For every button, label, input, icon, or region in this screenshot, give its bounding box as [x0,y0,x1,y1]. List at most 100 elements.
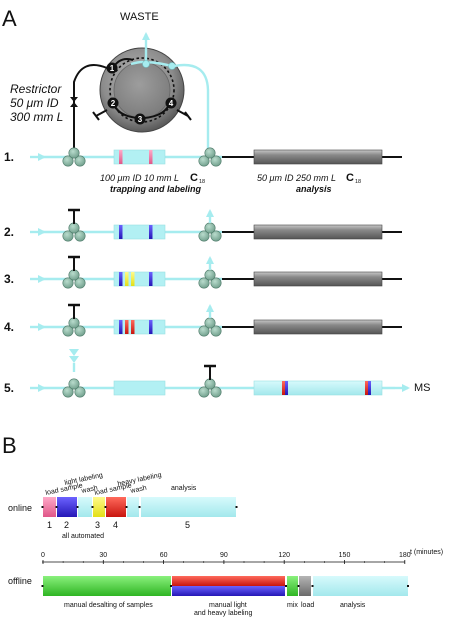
valve-port-3: 3 [134,113,146,125]
six-port-valve: 1 2 3 4 [92,47,192,133]
step-number: 3. [4,272,14,286]
tee-union-2 [198,378,222,398]
offline-caption-labeling-1: manual light [209,602,247,609]
tee-union-1 [62,147,86,167]
step-number: 4. [4,320,14,334]
band-blue [149,272,153,286]
trap-c-sub: 18 [199,179,205,185]
column-caption: 50 μm ID 250 mm L [257,173,336,183]
band-blue [368,381,371,395]
svg-text:3: 3 [138,115,143,124]
tee-union-2 [198,269,222,289]
axis-tick-label: 0 [41,552,45,559]
tee-union-1 [62,222,86,242]
band-red [365,381,368,395]
band-blue [119,272,123,286]
all-automated-label: all automated [62,533,104,540]
workflow-steps: 1. 2. 3. 4. 5. [4,147,410,398]
restrictor-label-3: 300 mm L [10,110,63,124]
online-label-analysis: analysis [171,485,197,492]
svg-text:4: 4 [169,99,174,108]
analytical-column [253,149,383,165]
online-seg-wash-1 [78,497,92,517]
offline-caption-labeling-2: and heavy labeling [194,610,252,617]
svg-text:1: 1 [110,64,115,73]
axis-tick-label: 150 [339,552,351,559]
step-number: 1. [4,150,14,164]
time-axis-unit: t (minutes) [410,549,443,556]
online-seg-load-sample-2 [93,497,105,517]
restrictor-label-1: Restrictor [10,82,62,96]
band-yellow [125,272,129,286]
band-pink [149,150,153,164]
online-seg-heavy-labeling [106,497,126,517]
online-label-light-labeling: light labeling [64,472,104,487]
panel-a-letter: A [2,6,17,31]
step-row-5: 5. [4,349,410,398]
trap-caption: 100 μm ID 10 mm L [100,173,179,183]
band-blue [149,225,153,239]
offline-seg-load [299,576,311,596]
time-axis: 0 30 60 90 120 150 180 t (minutes) [41,549,443,564]
band-red [125,320,129,334]
tee-plug [68,303,80,319]
trap-sub: trapping and labeling [110,184,202,194]
column-c-sub: 18 [355,179,361,185]
offline-seg-desalting [43,576,171,596]
band-blue [119,320,123,334]
online-seg-load-sample-1 [43,497,56,517]
waste-label: WASTE [120,11,159,23]
offline-caption-desalting: manual desalting of samples [64,602,153,609]
valve-port-1: 1 [106,62,118,74]
band-blue [285,381,288,395]
analytical-column [253,380,383,396]
tee-plug [68,255,80,271]
online-num-4: 4 [113,520,118,530]
axis-tick-label: 30 [99,552,107,559]
axis-tick-label: 60 [160,552,168,559]
tee-union-1 [62,378,86,398]
offline-seg-mix [287,576,298,596]
online-label: online [8,503,32,513]
step-row-3: 3. [4,255,402,289]
online-label-wash-2: wash [129,485,148,495]
online-seg-wash-2 [127,497,139,517]
online-num-1: 1 [47,520,52,530]
svg-text:2: 2 [111,99,116,108]
step-row-4: 4. [4,303,402,337]
band-blue [149,320,153,334]
online-num-3: 3 [95,520,100,530]
tee-union-1 [62,317,86,337]
tee-plug [204,364,216,380]
online-seg-analysis [141,497,236,517]
analytical-column [253,319,383,335]
offline-seg-light-labeling [172,586,285,596]
tee-union-2 [198,317,222,337]
column-sub: analysis [296,184,332,194]
offline-seg-analysis [313,576,408,596]
offline-label: offline [8,576,32,586]
tee-plug [68,208,80,224]
column-c-letter: C [346,172,354,184]
band-yellow [131,272,135,286]
offline-caption-mix: mix [287,602,298,609]
axis-tick-label: 90 [220,552,228,559]
panel-b-letter: B [2,433,17,458]
offline-seg-heavy-labeling [172,576,285,586]
axis-tick-label: 120 [278,552,290,559]
online-timeline [41,497,238,517]
tee-union-2 [198,147,222,167]
band-red [131,320,135,334]
online-num-5: 5 [185,520,190,530]
step-row-1: 1. [4,147,402,167]
tee-union-1 [62,269,86,289]
band-pink [119,150,123,164]
step-number: 2. [4,225,14,239]
axis-tick-label: 180 [399,552,411,559]
offline-timeline [41,576,409,596]
tee-union-2 [198,222,222,242]
online-seg-light-labeling [57,497,77,517]
tee-inlet-arrows [69,349,79,372]
analytical-column [253,224,383,240]
